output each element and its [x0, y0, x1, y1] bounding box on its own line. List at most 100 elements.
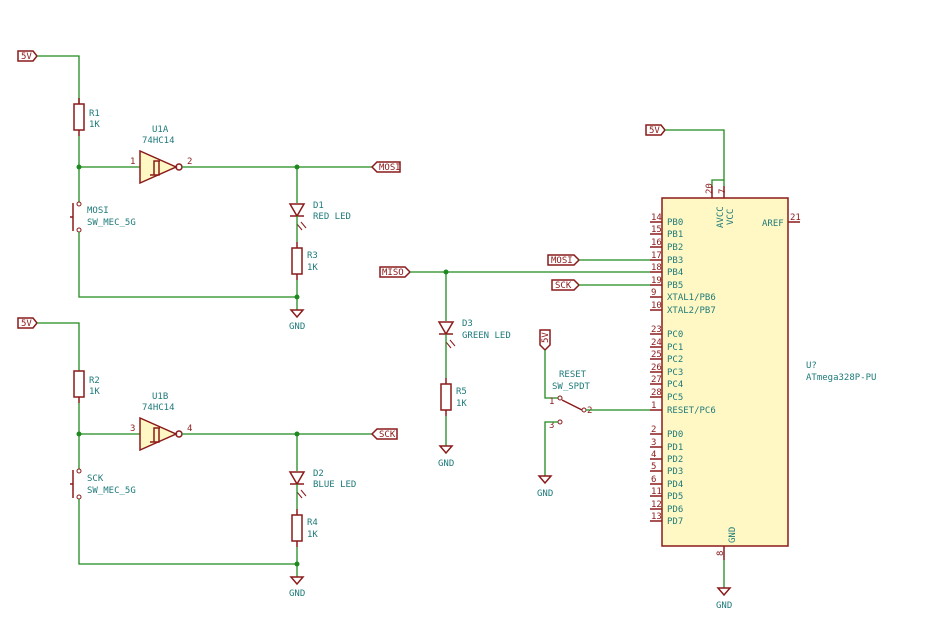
svg-text:PD7: PD7: [667, 517, 683, 527]
svg-text:PB3: PB3: [667, 256, 683, 266]
svg-text:4: 4: [187, 424, 192, 434]
svg-text:SCK: SCK: [379, 430, 396, 440]
svg-text:6: 6: [651, 475, 656, 485]
svg-text:BLUE LED: BLUE LED: [313, 480, 356, 490]
svg-text:U1A: U1A: [152, 125, 169, 135]
svg-text:PB4: PB4: [667, 268, 683, 278]
power-5v-flag: 5V: [645, 124, 666, 136]
svg-text:2: 2: [651, 425, 656, 435]
svg-text:3: 3: [651, 438, 656, 448]
svg-text:16: 16: [651, 238, 662, 248]
svg-text:PD6: PD6: [667, 505, 683, 515]
net-label-mosi-mcu: MOSI: [547, 254, 581, 266]
svg-text:25: 25: [651, 350, 662, 360]
svg-text:1K: 1K: [307, 263, 318, 273]
svg-text:SCK: SCK: [555, 281, 572, 291]
led-d3: D3 GREEN LED: [437, 319, 511, 349]
svg-text:GREEN LED: GREEN LED: [462, 331, 511, 341]
svg-text:SW_SPDT: SW_SPDT: [552, 382, 591, 392]
svg-text:3: 3: [549, 421, 554, 431]
svg-text:GND: GND: [289, 589, 305, 599]
svg-text:PD0: PD0: [667, 430, 683, 440]
net-label-sck: SCK: [370, 428, 398, 440]
svg-text:8: 8: [716, 551, 726, 556]
net-label-sck-mcu: SCK: [551, 279, 581, 291]
svg-text:1K: 1K: [456, 399, 467, 409]
svg-text:PC2: PC2: [667, 355, 683, 365]
mcu-body: [661, 197, 789, 547]
svg-text:R2: R2: [89, 376, 100, 386]
resistor-r4: R4 1K: [291, 509, 318, 547]
svg-text:PD2: PD2: [667, 455, 683, 465]
svg-text:1: 1: [130, 157, 135, 167]
power-gnd-symbol: GND: [289, 309, 305, 332]
power-gnd-symbol: GND: [537, 475, 553, 499]
resistor-r1: R1 1K: [73, 98, 100, 136]
power-5v-flag: 5V: [17, 50, 38, 62]
led-d2: D2 BLUE LED: [288, 469, 356, 499]
svg-text:4: 4: [651, 450, 656, 460]
svg-text:PB5: PB5: [667, 281, 683, 291]
svg-text:74HC14: 74HC14: [142, 136, 175, 146]
svg-text:5V: 5V: [21, 319, 32, 329]
svg-text:PC4: PC4: [667, 380, 683, 390]
svg-text:5: 5: [651, 462, 656, 472]
svg-text:10: 10: [651, 301, 662, 311]
svg-text:R3: R3: [307, 251, 318, 261]
svg-text:5V: 5V: [649, 126, 660, 136]
resistor-r2: R2 1K: [73, 370, 100, 403]
svg-text:17: 17: [651, 251, 662, 261]
svg-text:GND: GND: [716, 601, 732, 611]
svg-text:1: 1: [549, 397, 554, 407]
switch-mosi: MOSI SW_MEC_5G: [70, 201, 136, 233]
schmitt-inverter-u1b: U1B 74HC14 3 4: [130, 392, 192, 452]
svg-text:19: 19: [651, 276, 662, 286]
svg-text:RESET: RESET: [559, 370, 587, 380]
svg-text:9: 9: [651, 288, 656, 298]
svg-text:MOSI: MOSI: [551, 256, 573, 266]
svg-text:MISO: MISO: [382, 268, 404, 278]
power-5v-flag: 5V: [539, 329, 551, 352]
svg-text:PC3: PC3: [667, 368, 683, 378]
svg-text:PD4: PD4: [667, 480, 683, 490]
svg-text:PC0: PC0: [667, 330, 683, 340]
svg-text:11: 11: [651, 487, 662, 497]
svg-text:ATmega328P-PU: ATmega328P-PU: [806, 373, 876, 383]
svg-text:12: 12: [651, 500, 662, 510]
svg-text:PC1: PC1: [667, 343, 683, 353]
svg-text:14: 14: [651, 213, 662, 223]
svg-text:SCK: SCK: [87, 474, 104, 484]
svg-text:5V: 5V: [541, 332, 551, 343]
resistor-r5: R5 1K: [440, 378, 467, 416]
svg-text:MOSI: MOSI: [379, 163, 401, 173]
resistor-r3: R3 1K: [291, 242, 318, 280]
svg-text:1K: 1K: [89, 387, 100, 397]
svg-text:74HC14: 74HC14: [142, 403, 175, 413]
power-5v-flag: 5V: [17, 317, 38, 329]
svg-text:PB0: PB0: [667, 218, 683, 228]
svg-text:GND: GND: [438, 459, 454, 469]
svg-text:20: 20: [705, 183, 715, 194]
switch-reset-spdt: RESET SW_SPDT 1 3 2: [549, 370, 592, 431]
sck-circuit: 5V R2 1K U1B 74HC14 3 4 SCK: [17, 317, 398, 599]
svg-text:7: 7: [718, 189, 728, 194]
svg-text:3: 3: [130, 424, 135, 434]
